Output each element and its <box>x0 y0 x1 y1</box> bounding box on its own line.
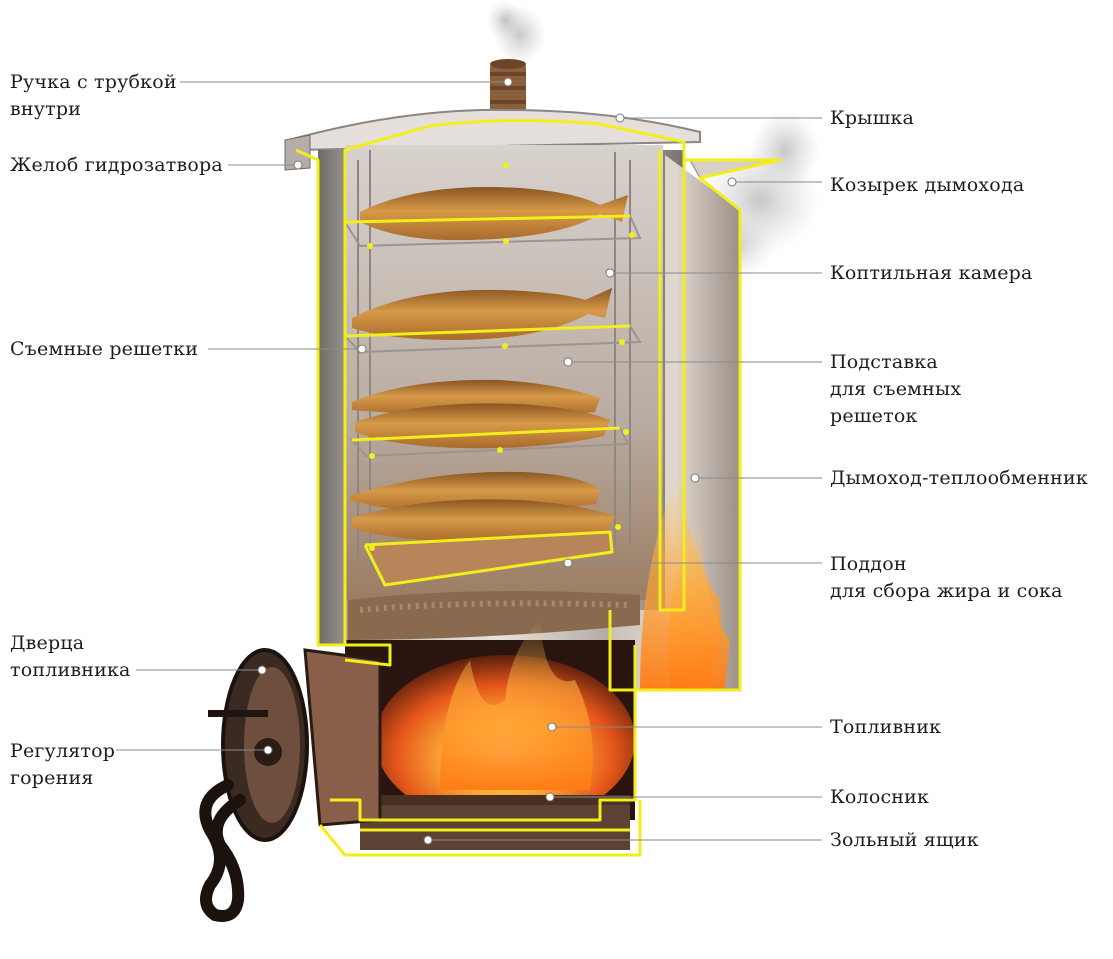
label-drip-tray: Поддон для сбора жира и сока <box>830 553 1063 602</box>
rack <box>350 471 615 543</box>
firebox <box>303 620 635 850</box>
cross-section-outline <box>295 118 782 857</box>
door-handle-icon <box>199 779 246 922</box>
fire-icon <box>375 620 635 825</box>
fish-icon <box>360 187 628 241</box>
fish-icon <box>352 288 612 340</box>
leader-dots <box>257 77 737 845</box>
label-handle-with-tube: Ручка с трубкой внутри <box>10 71 177 120</box>
label-firebox-door: Дверца топливника <box>10 632 131 681</box>
label-flue-visor: Козырек дымохода <box>830 174 1025 196</box>
removable-racks <box>342 187 642 543</box>
lid <box>284 108 701 171</box>
label-smoking-chamber: Коптильная камера <box>830 262 1033 284</box>
wood-chips <box>348 591 640 640</box>
label-rack-stand: Подставка для съемных решеток <box>830 351 962 427</box>
outline-dots <box>367 162 635 551</box>
leader-lines <box>116 81 822 841</box>
label-combustion-regulator: Регулятор горения <box>10 740 116 789</box>
label-removable-racks: Съемные решетки <box>10 338 199 360</box>
lid-handle-tube <box>490 59 526 115</box>
label-firebox: Топливник <box>830 716 942 738</box>
label-ash-box: Зольный ящик <box>830 829 979 851</box>
label-water-seal-gutter: Желоб гидрозатвора <box>10 154 223 176</box>
label-flue-heat-exchanger: Дымоход-теплообменник <box>830 467 1088 489</box>
label-grate: Колосник <box>830 786 930 808</box>
label-lid: Крышка <box>830 107 915 129</box>
